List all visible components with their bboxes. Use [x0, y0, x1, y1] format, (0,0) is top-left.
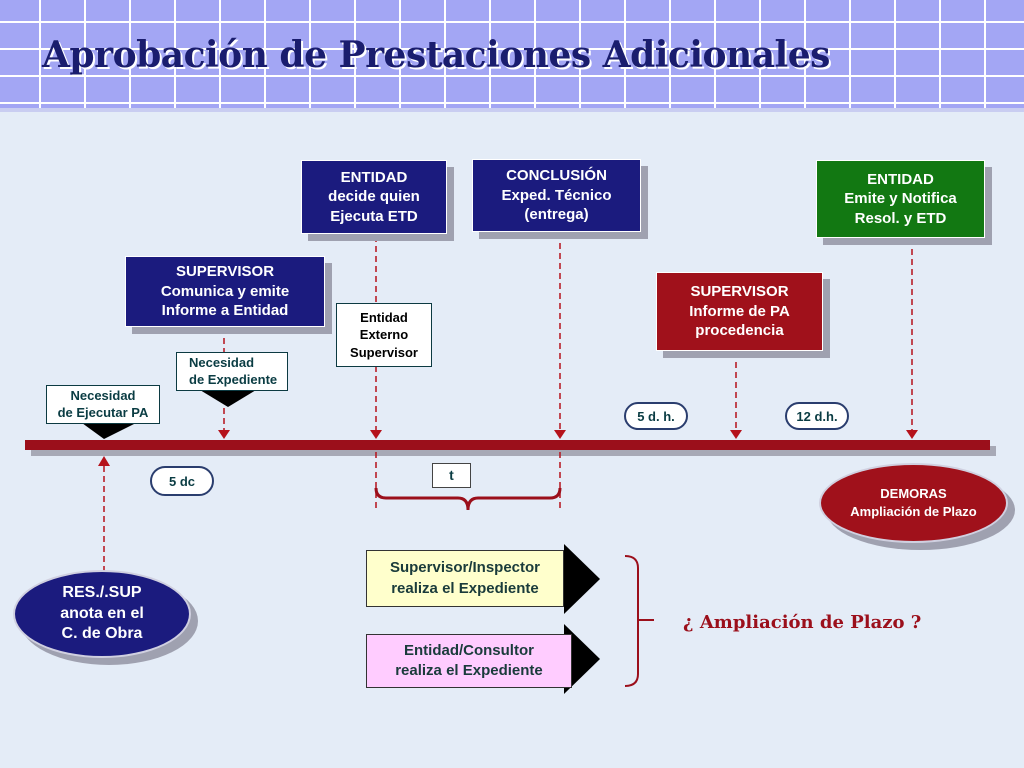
arrowhead-560	[554, 430, 566, 439]
page-title: Aprobación de Prestaciones Adicionales	[42, 34, 830, 76]
arrowhead-736	[730, 430, 742, 439]
supervisor-inspector-arrow: Supervisor/Inspector realiza el Expedien…	[366, 544, 602, 614]
pill-5-dh: 5 d. h.	[624, 402, 688, 430]
arrowhead-up-104	[98, 456, 110, 466]
arrow-shape-supervisor	[564, 544, 600, 614]
supervisor-comunica-box: SUPERVISOR Comunica y emite Informe a En…	[125, 256, 325, 327]
t-brace	[374, 487, 562, 511]
entidad-consultor-label: Entidad/Consultor realiza el Expediente	[366, 634, 572, 688]
supervisor-informe-box: SUPERVISOR Informe de PA procedencia	[656, 272, 823, 351]
arrowhead-912	[906, 430, 918, 439]
pill-5-dc: 5 dc	[150, 466, 214, 496]
header-divider	[0, 108, 1024, 112]
callout-pointer-expediente	[200, 390, 256, 407]
timeline-bar	[25, 440, 990, 450]
header-banner	[0, 0, 1024, 110]
demoras-oval: DEMORAS Ampliación de Plazo	[819, 463, 1008, 543]
arrow-shape-entidad	[564, 624, 600, 694]
callout-pointer-ejecutar	[82, 423, 136, 439]
entidad-emite-box: ENTIDAD Emite y Notifica Resol. y ETD	[816, 160, 985, 238]
necesidad-ejecutar-box: Necesidad de Ejecutar PA	[46, 385, 160, 424]
options-bracket-left	[624, 555, 639, 687]
ampliacion-question: ¿ Ampliación de Plazo ?	[683, 612, 922, 633]
pill-12-dh: 12 d.h.	[785, 402, 849, 430]
supervisor-inspector-label: Supervisor/Inspector realiza el Expedien…	[366, 550, 564, 607]
t-label-box: t	[432, 463, 471, 488]
entidad-decide-box: ENTIDAD decide quien Ejecuta ETD	[301, 160, 447, 234]
necesidad-expediente-box: Necesidad de Expediente	[176, 352, 288, 391]
entidad-consultor-arrow: Entidad/Consultor realiza el Expediente	[366, 624, 602, 694]
arrowhead-224	[218, 430, 230, 439]
res-sup-oval: RES./.SUP anota en el C. de Obra	[13, 570, 191, 658]
arrowhead-376	[370, 430, 382, 439]
conclusion-box: CONCLUSIÓN Exped. Técnico (entrega)	[472, 159, 641, 232]
entidad-externo-box: Entidad Externo Supervisor	[336, 303, 432, 367]
